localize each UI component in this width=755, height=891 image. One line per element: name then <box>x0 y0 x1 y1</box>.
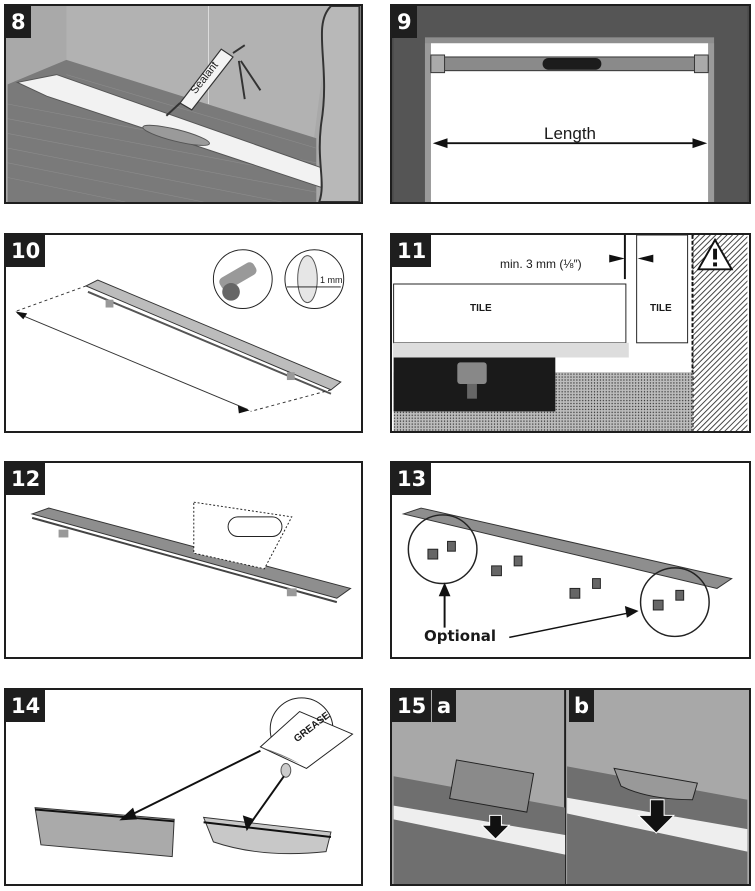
tile-label-right: TILE <box>650 303 672 314</box>
step-9-illustration <box>393 6 748 202</box>
step-badge: 10 <box>6 235 46 267</box>
step-10-panel: 10 1 mm <box>4 233 363 433</box>
notched-trowel-icon <box>193 501 293 570</box>
step-badge: 13 <box>392 463 432 495</box>
angle-grinder-icon <box>219 262 257 301</box>
step-badge: 15 <box>392 690 432 722</box>
step-badge: 14 <box>6 690 46 722</box>
optional-label: Optional <box>424 627 497 645</box>
sub-step-badge-b: b <box>569 690 595 722</box>
warning-triangle-icon <box>696 237 734 271</box>
min-gap-label: min. 3 mm (⅛″) <box>500 257 582 271</box>
length-label: Length <box>544 124 596 143</box>
grease-packet-icon <box>259 697 354 778</box>
blade-thickness-label: 1 mm <box>320 275 343 285</box>
caulking-gun-icon <box>165 44 262 117</box>
step-10-illustration <box>15 249 345 414</box>
step-8-illustration <box>7 6 361 202</box>
step-15-illustration <box>393 690 748 884</box>
step-14-panel: 14 GREASE <box>4 688 363 886</box>
step-badge: 11 <box>392 235 432 267</box>
step-badge: 12 <box>6 463 46 495</box>
step-12-illustration <box>30 501 352 604</box>
step-12-panel: 12 <box>4 461 363 659</box>
tile-label-left: TILE <box>470 303 492 314</box>
step-13-panel: 13 Optional <box>390 461 751 659</box>
step-badge: 8 <box>6 6 31 38</box>
step-14-illustration <box>34 697 354 858</box>
step-11-panel: 11 min. 3 mm (⅛″) TILE TILE <box>390 233 751 433</box>
step-9-panel: 9 Length <box>390 4 751 204</box>
step-15-panel: 15 a b <box>390 688 751 886</box>
sub-step-badge-a: a <box>432 690 457 722</box>
length-dimension-arrow <box>432 138 708 149</box>
step-8-panel: 8 Sealant <box>4 4 363 204</box>
step-11-illustration <box>393 235 748 431</box>
step-13-illustration <box>401 507 733 639</box>
step-badge: 9 <box>392 6 417 38</box>
